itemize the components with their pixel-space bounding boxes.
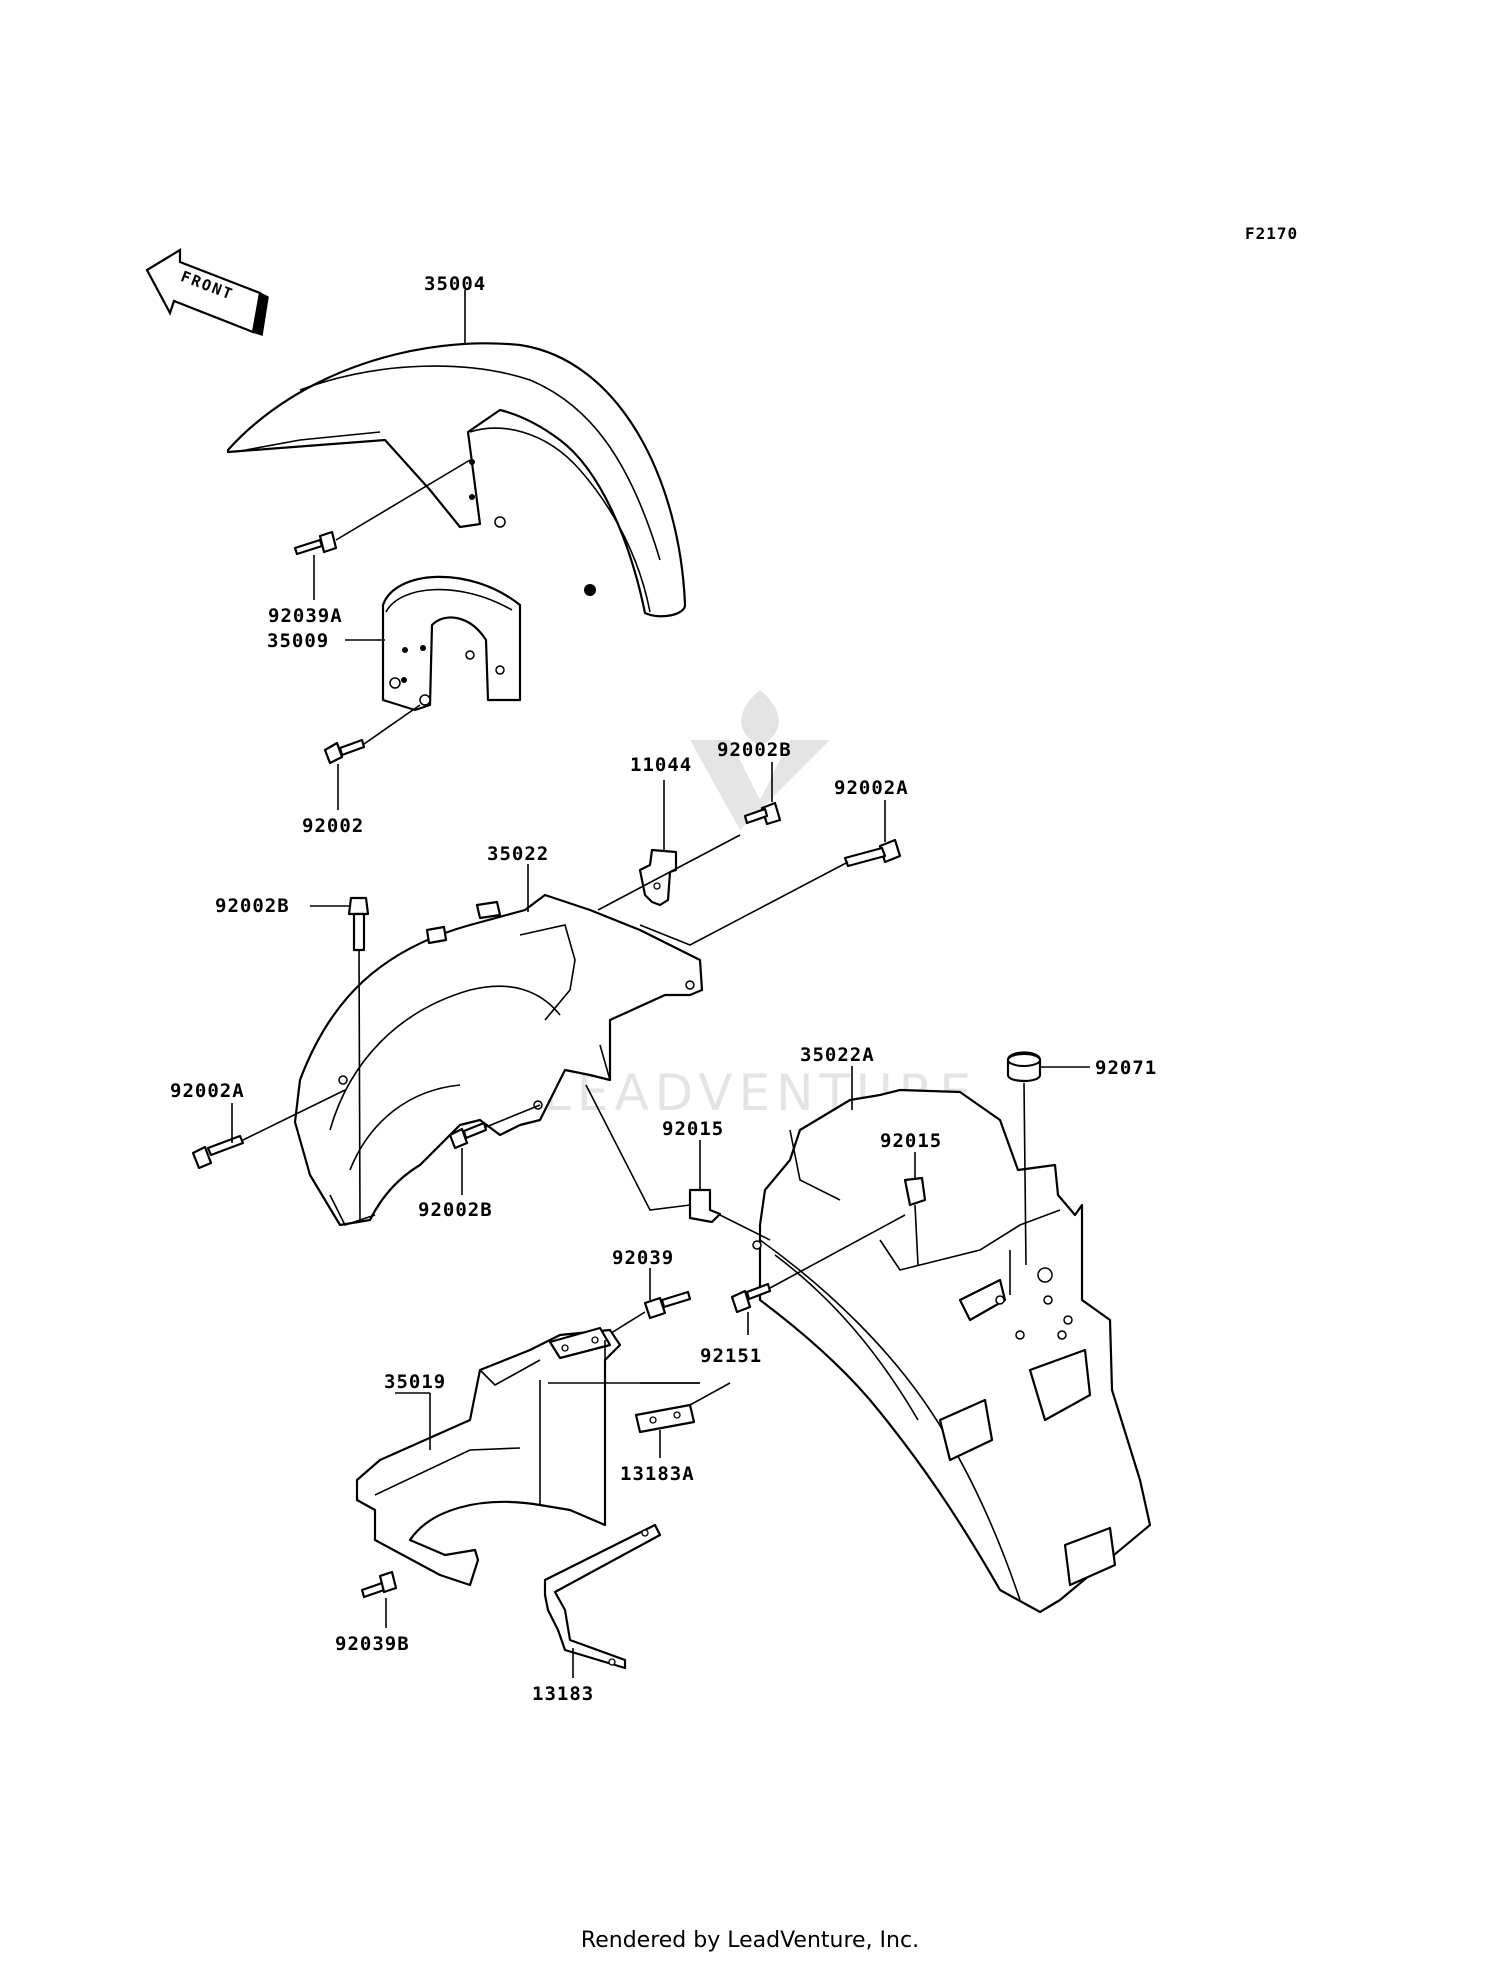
part-label-35004: 35004 [424,273,486,295]
bolt-92002B-top [743,762,782,826]
part-label-92002A-top: 92002A [834,777,909,799]
bolt-92002A-left [191,1089,346,1170]
bolt-92002B-left [310,896,370,1221]
clip-92015-right [903,1152,927,1266]
part-label-11044: 11044 [630,754,692,776]
part-label-35022: 35022 [487,843,549,865]
part-label-92039A: 92039A [268,605,343,627]
part-label-35009: 35009 [267,630,329,652]
bolt-92002A-top [639,800,902,946]
part-label-92002A-left: 92002A [170,1080,245,1102]
front-arrow-icon: FRONT [145,248,269,336]
bracket-11044 [597,780,741,911]
fender-brace-35009 [345,575,522,712]
plate-13183A [604,1340,731,1460]
front-fender-35004 [226,342,687,618]
bolt-92039B [360,1570,398,1628]
rear-fender-35022A [752,1066,1152,1614]
part-label-92039B: 92039B [335,1633,410,1655]
part-label-35019: 35019 [384,1371,446,1393]
part-label-92002: 92002 [302,815,364,837]
part-label-92151: 92151 [700,1345,762,1367]
part-label-92071: 92071 [1095,1057,1157,1079]
stay-13183 [543,1523,662,1678]
footer-credit: Rendered by LeadVenture, Inc. [580,1928,920,1953]
inner-fender-35022 [293,864,704,1227]
part-label-92002B-top: 92002B [717,739,792,761]
part-label-92015-left: 92015 [662,1118,724,1140]
bolt-92151 [730,1214,906,1335]
part-label-13183: 13183 [532,1683,594,1705]
clip-92015-left [585,1084,771,1241]
bolt-92039 [599,1268,692,1341]
bolt-92002B-bottom [448,1104,541,1195]
part-label-35022A: 35022A [800,1044,875,1066]
bolt-92039A [293,459,471,600]
part-label-92039: 92039 [612,1247,674,1269]
bolt-92002 [323,704,421,810]
grommet-92071 [1006,1051,1090,1266]
bracket-35019 [355,1326,622,1587]
part-label-13183A: 13183A [620,1463,695,1485]
part-label-92002B-left: 92002B [215,895,290,917]
figure-id: F2170 [1245,224,1298,243]
part-label-92015-right: 92015 [880,1130,942,1152]
part-label-92002B-bottom: 92002B [418,1199,493,1221]
